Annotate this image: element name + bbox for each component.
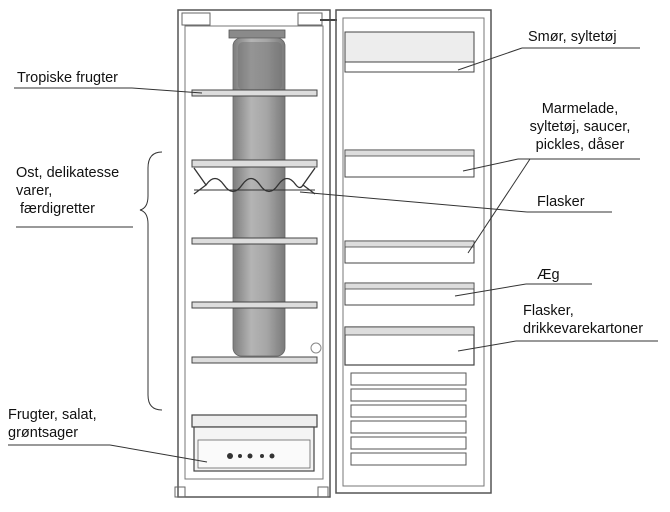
fridge-cabinet xyxy=(174,9,337,498)
fridge-door xyxy=(335,9,492,494)
dial-icon xyxy=(227,453,275,459)
label-butter-jam: Smør, syltetøj xyxy=(528,29,617,45)
bottle-rack xyxy=(193,167,316,195)
cabinet-shelves xyxy=(191,89,318,364)
label-bottles-drink-cartons: Flasker, drikkevarekartoner xyxy=(523,303,644,337)
label-marmalade-sauces-cans: Marmelade, syltetøj, saucer, pickles, då… xyxy=(529,101,631,153)
label-eggs: Æg xyxy=(537,267,560,283)
label-cheese-deli-ready-meals: Ost, delikatesse varer, færdigretter xyxy=(16,165,120,217)
crisper-drawer xyxy=(191,414,318,472)
leader-lines xyxy=(8,47,658,463)
label-fruit-salad-vegetables: Frugter, salat, grøntsager xyxy=(8,407,97,441)
label-tropical-fruit: Tropiske frugter xyxy=(17,70,118,86)
air-channel xyxy=(228,29,322,357)
label-bottles: Flasker xyxy=(537,194,585,210)
